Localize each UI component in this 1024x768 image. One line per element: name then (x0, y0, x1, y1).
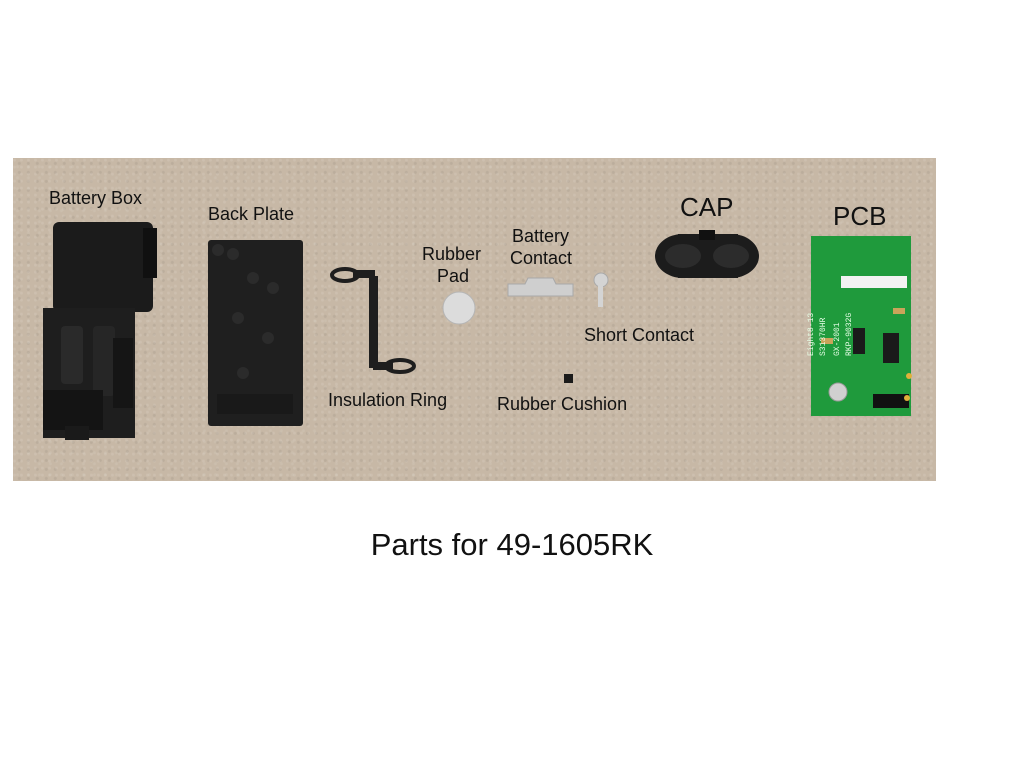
battery-box-part (43, 222, 157, 440)
rubber-pad-part (442, 291, 476, 325)
short-contact-part (593, 272, 609, 307)
rubber-cushion-label: Rubber Cushion (497, 394, 628, 414)
pcb-part: Eight8-13 S31370HR GX-2001 RKP-9032G (807, 236, 912, 416)
battery-box-label: Battery Box (49, 188, 143, 208)
parts-photo: Eight8-13 S31370HR GX-2001 RKP-9032G Bat… (13, 158, 936, 481)
back-plate-label: Back Plate (208, 204, 295, 224)
parts-illustration: Eight8-13 S31370HR GX-2001 RKP-9032G (43, 222, 912, 440)
pcb-label: PCB (833, 201, 887, 231)
rubber-cushion-part (564, 374, 573, 383)
cap-label: CAP (680, 192, 734, 222)
pcb-marking-2: S31370HR (819, 317, 828, 356)
pcb-marking-1: Eight8-13 (807, 313, 816, 356)
battery-contact-part (507, 277, 574, 297)
page-caption: Parts for 49-1605RK (370, 527, 654, 562)
pcb-marking-3: GX-2001 (833, 322, 842, 356)
rubber-pad-label-line2: Pad (437, 266, 470, 286)
back-plate-part (208, 240, 303, 426)
short-contact-label: Short Contact (584, 325, 695, 345)
battery-contact-label-line2: Contact (510, 248, 573, 268)
rubber-pad-label-line1: Rubber (422, 244, 482, 264)
insulation-ring-label: Insulation Ring (328, 390, 448, 410)
cap-part (655, 230, 759, 278)
battery-contact-label-line1: Battery (512, 226, 570, 246)
pcb-marking-4: RKP-9032G (845, 313, 854, 356)
insulation-ring-part (330, 267, 416, 374)
